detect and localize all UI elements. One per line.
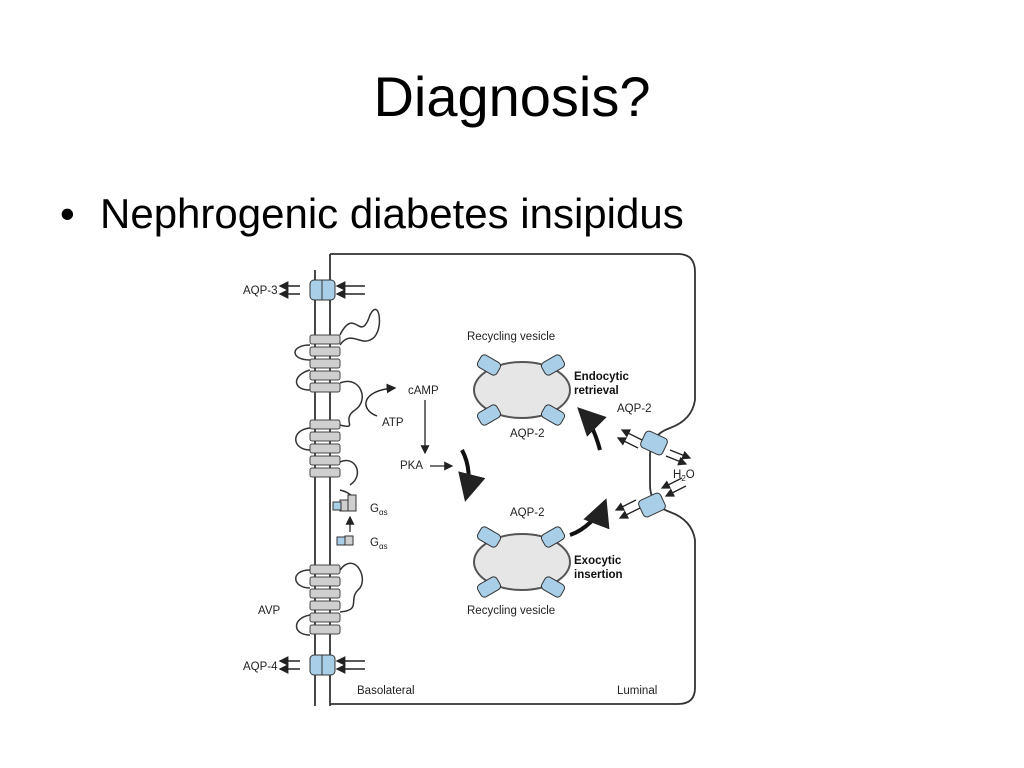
atp-label: ATP: [382, 417, 404, 429]
recycling-vesicle-bottom: [473, 526, 571, 598]
aqp3-channel: [278, 279, 365, 301]
atp-to-camp-arrow: [365, 383, 397, 417]
exocytic-insertion-label-line2: insertion: [574, 569, 623, 581]
h2o-label: H2O: [673, 469, 695, 483]
endocytic-retrieval-label-line1: Endocytic: [574, 371, 630, 383]
bullet-text: Nephrogenic diabetes insipidus: [100, 190, 684, 237]
avp-receptor-lower: [309, 564, 341, 635]
aqp2-luminal-channel-upper: [616, 429, 692, 466]
recycling-vesicle-top-label: Recycling vesicle: [467, 331, 555, 343]
g-alpha-s-label-lower: Gαs: [370, 537, 388, 551]
avp-receptor-upper: [309, 334, 341, 393]
pka-activation-curved-arrow: [458, 449, 486, 502]
aqp3-label: AQP-3: [243, 285, 278, 297]
exocytic-insertion-arrow: [569, 498, 610, 537]
avp-label: AVP: [258, 605, 280, 617]
endocytic-retrieval-label-line2: retrieval: [574, 385, 619, 397]
g-alpha-s-lower: [336, 535, 354, 546]
aqp4-channel: [278, 654, 365, 676]
receptor-loops: [294, 308, 381, 636]
avp-receptor-middle: [309, 419, 341, 478]
camp-label: cAMP: [408, 385, 439, 397]
collecting-duct-cell-diagram: AQP-3 AQP-4: [230, 250, 700, 708]
aqp2-top-vesicle-label: AQP-2: [510, 428, 545, 440]
luminal-label: Luminal: [617, 685, 657, 697]
aqp4-label: AQP-4: [243, 661, 278, 673]
aqp2-luminal-channel-lower: [614, 477, 687, 519]
endocytic-retrieval-arrow: [577, 407, 607, 451]
g-alpha-s-upper: [332, 494, 357, 512]
g-alpha-s-label-upper: Gαs: [370, 503, 388, 517]
aqp2-membrane-label: AQP-2: [617, 403, 652, 415]
slide-title: Diagnosis?: [373, 65, 651, 128]
cell-outline: [330, 253, 696, 705]
exocytic-insertion-label-line1: Exocytic: [574, 555, 622, 567]
basolateral-label: Basolateral: [357, 685, 415, 697]
bullet-dot: •: [60, 190, 75, 237]
recycling-vesicle-bottom-label: Recycling vesicle: [467, 605, 555, 617]
bullet-item: • Nephrogenic diabetes insipidus: [60, 188, 684, 240]
recycling-vesicle-top: [473, 354, 571, 426]
aqp2-bottom-vesicle-label: AQP-2: [510, 507, 545, 519]
pka-label: PKA: [400, 460, 423, 472]
